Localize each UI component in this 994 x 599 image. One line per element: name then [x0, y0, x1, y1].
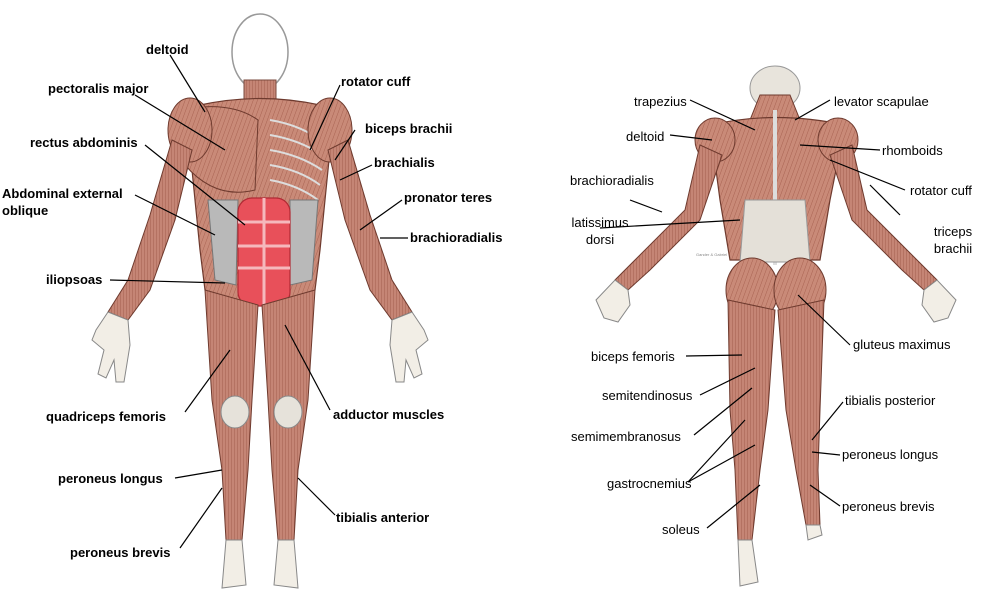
label-gastrocnemius: gastrocnemius	[607, 476, 692, 491]
label-peroneus-longus-posterior: peroneus longus	[842, 447, 939, 462]
label-deltoid-anterior: deltoid	[146, 42, 189, 57]
label-levator-scapulae: levator scapulae	[834, 94, 929, 109]
anterior-knee-left	[220, 395, 250, 429]
label-iliopsoas: iliopsoas	[46, 272, 103, 287]
anterior-head	[231, 13, 289, 91]
label-rotator-cuff-posterior: rotator cuff	[910, 183, 972, 198]
svg-text:Gander & Gabriel: Gander & Gabriel	[696, 252, 727, 257]
label-rectus-abdominis: rectus abdominis	[30, 135, 138, 150]
label-peroneus-brevis-anterior: peroneus brevis	[70, 545, 171, 560]
posterior-lumbar-fascia	[739, 199, 811, 263]
posterior-leg-left	[727, 299, 776, 541]
posterior-figure	[595, 65, 957, 587]
label-semitendinosus: semitendinosus	[602, 388, 693, 403]
label-tibialis-posterior: tibialis posterior	[845, 393, 936, 408]
label-semimembranosus: semimembranosus	[571, 429, 681, 444]
rectus-abdominis-highlight	[237, 197, 291, 307]
label-triceps-1: triceps	[933, 224, 973, 239]
anterior-hand-left	[91, 311, 131, 383]
label-external-oblique-1: Abdominal external	[2, 186, 123, 201]
label-pronator-teres: pronator teres	[404, 190, 493, 205]
anterior-hand-right	[389, 311, 429, 383]
label-adductor-muscles: adductor muscles	[333, 407, 445, 422]
label-rhomboids: rhomboids	[882, 143, 943, 158]
anterior-oblique-region	[207, 199, 239, 286]
label-external-oblique-2: oblique	[2, 203, 49, 218]
label-biceps-brachii: biceps brachii	[365, 121, 453, 136]
posterior-leg-right	[777, 299, 825, 526]
label-peroneus-longus-anterior: peroneus longus	[58, 471, 163, 486]
label-latissimus-1: latissimus	[571, 215, 629, 230]
label-peroneus-brevis-posterior: peroneus brevis	[842, 499, 935, 514]
label-brachioradialis-anterior: brachioradialis	[410, 230, 503, 245]
label-trapezius: trapezius	[634, 94, 687, 109]
label-brachioradialis-posterior: brachioradialis	[570, 173, 654, 188]
label-quadriceps-femoris: quadriceps femoris	[46, 409, 166, 424]
anterior-foot-left	[221, 539, 247, 589]
label-brachialis: brachialis	[374, 155, 435, 170]
label-rotator-cuff-anterior: rotator cuff	[341, 74, 411, 89]
posterior-hand-left	[595, 279, 631, 323]
anterior-arm-left	[107, 139, 193, 321]
anterior-neck	[243, 79, 277, 101]
leader-lines	[109, 54, 906, 549]
label-biceps-femoris: biceps femoris	[591, 349, 675, 364]
posterior-foot-left	[737, 539, 759, 587]
label-gluteus-maximus: gluteus maximus	[853, 337, 951, 352]
posterior-foot-right	[805, 524, 823, 541]
label-tibialis-anterior: tibialis anterior	[336, 510, 430, 525]
anterior-figure	[91, 13, 429, 589]
label-deltoid-posterior: deltoid	[626, 129, 665, 144]
anterior-knee-right	[273, 395, 303, 429]
label-triceps-2: brachii	[933, 241, 973, 256]
label-pectoralis-major: pectoralis major	[48, 81, 149, 96]
label-latissimus-2: dorsi	[585, 232, 615, 247]
label-soleus: soleus	[662, 522, 700, 537]
anterior-foot-right	[273, 539, 299, 589]
posterior-hand-right	[921, 279, 957, 323]
